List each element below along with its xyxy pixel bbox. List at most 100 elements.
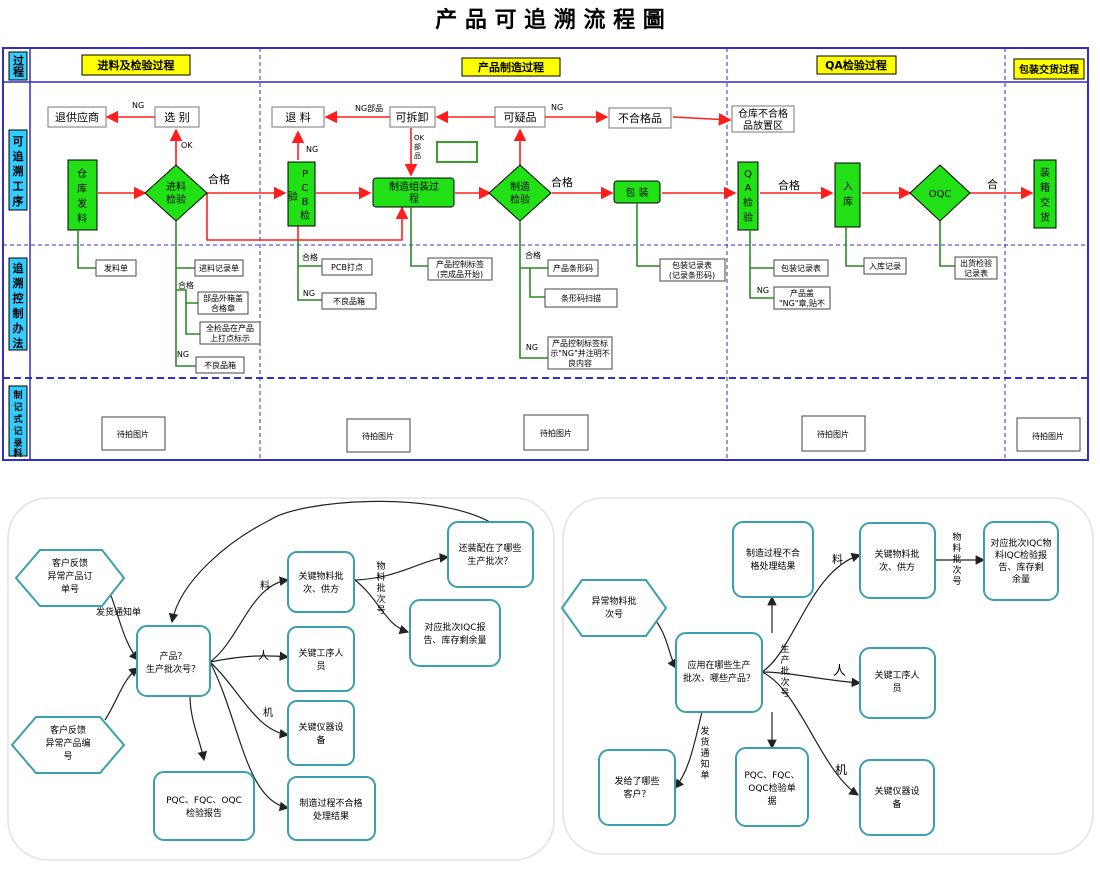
method-qa-record: 包装记录表 [781,263,821,273]
svg-text:记: 记 [13,425,22,437]
lm-product-2: 生产批次号？ [146,663,200,675]
svg-text:追: 追 [13,261,25,275]
stage-qa: QA检验过程 [825,58,887,72]
method-ng-label-3: 良内容 [568,358,592,368]
method-product-label-1: 产品控制标签 [436,259,484,269]
node-incoming-check-1: 进料 [166,180,186,193]
edge-label-pass-mfg: 合格 [551,175,573,189]
method-ship-record-1: 出货检验 [960,258,992,268]
svg-text:序: 序 [13,194,24,208]
method-pass-mfg: 合格 [525,250,541,260]
lm-process-2: 员 [316,661,325,672]
svg-text:制: 制 [13,389,22,401]
method-parts-label-1: 部品外箱盖 [203,293,243,303]
rm-process-1: 关键工序人 [874,669,919,681]
svg-text:料: 料 [376,571,385,583]
node-incoming-check-2: 检验 [166,193,186,206]
edge-label-ng-parts: NG部品 [355,103,383,113]
node-warehouse-issue-4: 料 [77,212,87,225]
node-removable: 可拆卸 [396,110,429,124]
method-incoming-record: 进料记录单 [199,263,239,273]
rm-label-machine: 机 [835,763,847,777]
rm-applied-2: 批次、哪些产品？ [683,672,755,684]
edge-label-ok-parts-2: 部 [414,142,421,151]
method-reject-box-2: 不良品箱 [333,296,365,306]
lm-assembled-2: 生产批次？ [467,555,512,567]
row-header-method: 追 溯 控 制 办 法 [13,261,25,350]
method-ship-record-2: 记录表 [964,268,988,278]
rm-label-material-batch: 物 料 批 次 号 [952,531,961,587]
node-boxing-3: 交 [1040,196,1050,209]
rm-material-1: 关键物料批 [874,548,919,560]
method-reject-box: 不良品箱 [204,360,236,370]
svg-text:批: 批 [952,553,961,565]
rm-iqc-4: 余量 [1012,573,1030,585]
edge-label-pass-oqc: 合 [987,177,998,191]
rm-abnormal-2: 次号 [605,608,623,620]
lm-reports-1: PQC、FQC、OQC [166,796,242,806]
svg-text:批: 批 [780,665,789,677]
node-stock-in-2: 库 [843,195,853,208]
rm-applied-1: 应用在哪些生产 [687,659,750,671]
right-mind-map: 异常物料批 次号 应用在哪些生产 批次、哪些产品？ 制造过程不合 格处理结果 关… [560,497,1094,855]
rm-reports-1: PQC、FQC、 [744,771,799,781]
svg-text:次: 次 [780,676,789,688]
edge-label-ok-parts-1: OK [414,134,425,142]
svg-text:办: 办 [13,321,24,335]
node-warehouse-nc-1: 仓库不合格 [738,107,788,120]
svg-text:批: 批 [376,582,385,594]
svg-text:录: 录 [13,438,22,449]
rm-label-material: 料 [832,552,843,566]
svg-text:发: 发 [700,725,709,737]
method-ng-label-1: 产品控制标签标 [552,338,608,348]
lm-feedback-code-1: 客户反馈 [50,724,86,736]
svg-text:号: 号 [780,688,789,699]
node-nonconforming: 不合格品 [618,111,662,125]
lm-process-1: 关键工序人 [298,647,343,659]
rm-iqc-2: 料IQC检验报 [995,549,1047,561]
node-pcb-label: 验 [288,190,298,203]
node-assembly-2: 程 [409,193,419,205]
photo-placeholder-4: 待拍图片 [817,429,849,439]
svg-text:物: 物 [952,531,961,543]
lm-material-2: 次、供方 [303,583,339,595]
edge-label-ng-pcb: NG [306,145,318,154]
method-pcb-dot: PCB打点 [331,262,363,272]
node-boxing-2: 箱 [1040,181,1050,194]
rm-equipment-2: 备 [892,798,901,810]
method-stock-record: 入库记录 [869,261,901,271]
method-connectors [77,203,955,367]
rm-nc-2: 格处理结果 [750,560,795,572]
rm-customer-2: 客户？ [623,788,650,800]
rm-label-people: 人 [833,664,846,679]
rm-label-ship: 发 货 通 知 单 [700,725,709,781]
rm-reports-3: 据 [767,795,776,807]
method-pack-record-1: 包装记录表 [672,260,712,270]
method-ng-label-2: 示"NG"并注明不 [550,348,610,358]
svg-text:通: 通 [700,748,709,759]
node-qa-check-1: Q [744,169,752,180]
node-stock-in-1: 入 [843,182,853,193]
edge-label-ok1: OK [181,141,193,150]
svg-text:单: 单 [700,769,709,781]
lm-label-people: 人 [258,649,269,662]
node-return-material: 退 料 [285,110,311,124]
method-product-label-2: (完成品开始) [437,269,483,279]
svg-text:号: 号 [952,576,961,587]
lm-product-1: 产品？ [159,650,186,662]
edge-label-pass1: 合格 [208,172,230,186]
edge-label-ok-parts-3: 品 [414,152,421,160]
lm-iqc-1: 对应批次IQC报 [424,621,485,633]
method-issue-slip: 发料单 [104,263,128,273]
lm-feedback-order-1: 客户反馈 [52,557,88,569]
node-qa-check-3: 检 [743,196,753,209]
lm-feedback-code-3: 号 [63,751,72,762]
svg-text:料: 料 [13,447,22,459]
photo-placeholder-3: 待拍图片 [540,428,572,438]
node-warehouse-issue-2: 库 [77,182,87,195]
left-mind-map: 客户反馈 异常产品订 单号 客户反馈 异常产品编 号 发货通知单 产品？ 生产批… [7,497,555,861]
edge-label-ng1: NG [132,101,144,110]
node-qa-check-4: 验 [743,211,753,224]
lm-label-machine: 机 [263,706,273,719]
